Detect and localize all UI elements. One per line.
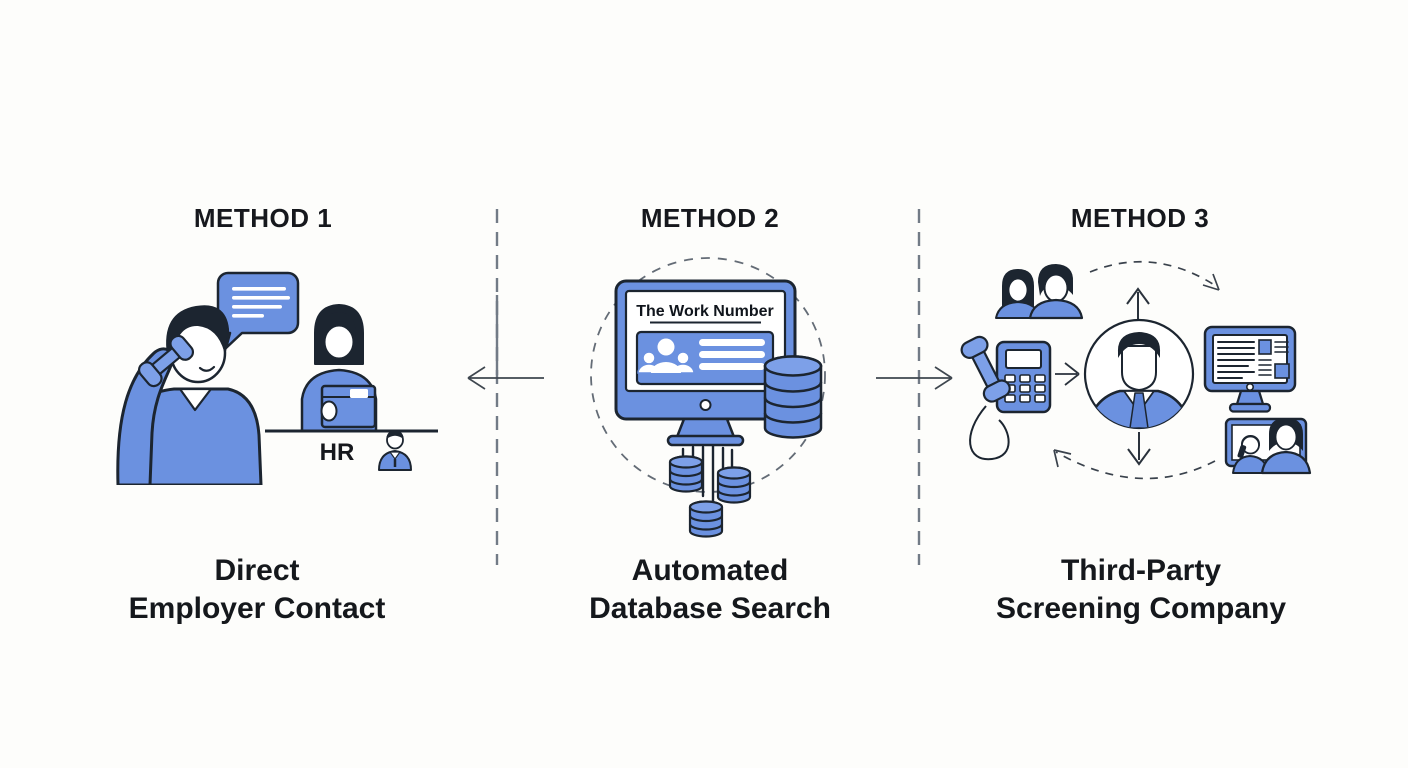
- method-1-illustration: HR: [116, 271, 438, 485]
- left-arrow: [467, 366, 544, 390]
- man-on-phone-icon: [116, 305, 263, 485]
- speech-bubble-icon: [216, 271, 300, 350]
- screen-title: The Work Number: [636, 303, 774, 320]
- method-2-caption-line2: Database Search: [589, 592, 831, 625]
- profile-card-icon: [635, 330, 775, 386]
- hr-receptionist-icon: [300, 304, 378, 433]
- method-2-illustration: The Work Number: [590, 257, 826, 538]
- cycle-arc-top: [1089, 260, 1220, 291]
- phone-handset-icon: [137, 334, 195, 388]
- agent-portrait-icon: [1083, 318, 1195, 430]
- method-1-caption-line1: Direct: [214, 554, 300, 587]
- method-3-caption-line1: Third-Party: [1060, 554, 1222, 587]
- method-2-caption-line1: Automated: [631, 554, 789, 587]
- small-database-icons: [668, 455, 752, 538]
- small-employee-icon: [378, 430, 412, 471]
- report-monitor-icon: [1203, 325, 1297, 413]
- work-number-monitor-icon: The Work Number: [614, 279, 797, 447]
- method-3-caption-line2: Screening Company: [995, 592, 1287, 625]
- telephone-icon: [960, 335, 1052, 461]
- hr-label: HR: [320, 439, 355, 466]
- requesters-couple-icon: [995, 264, 1084, 320]
- method-3-illustration: [960, 260, 1312, 480]
- dashed-circle: [590, 257, 826, 493]
- cycle-arc-bottom: [1053, 449, 1216, 480]
- database-icon-large: [763, 355, 823, 439]
- method-1-title: METHOD 1: [193, 203, 333, 233]
- method-2-title: METHOD 2: [640, 203, 780, 233]
- method-3-title: METHOD 3: [1070, 203, 1210, 233]
- method-3-caption: Third-Party Screening Company: [951, 552, 1331, 628]
- right-arrow: [876, 366, 953, 390]
- method-2-caption: Automated Database Search: [520, 552, 900, 628]
- method-1-caption-line2: Employer Contact: [128, 592, 386, 625]
- divider-dashed-line-2: [917, 209, 921, 565]
- video-call-icon: [1224, 417, 1312, 475]
- down-arrow: [1127, 432, 1151, 466]
- method-1-caption: Direct Employer Contact: [67, 552, 447, 628]
- divider-dashed-line-1: [495, 209, 499, 565]
- arrow-phone-to-agent: [1055, 362, 1080, 386]
